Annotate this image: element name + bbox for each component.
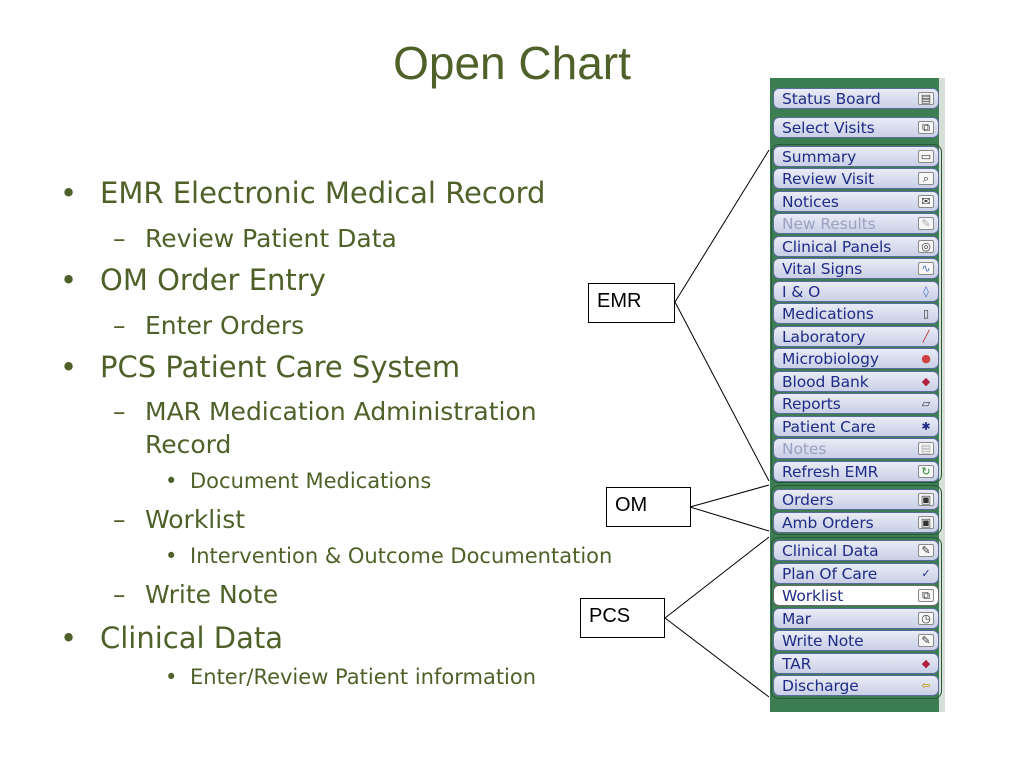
worklist-icon: ⧉	[918, 589, 934, 602]
micro-icon: ●	[921, 352, 931, 365]
orders-icon: ▣	[918, 493, 934, 506]
emr-connector-bottom	[674, 301, 770, 482]
amb-orders-icon: ▣	[918, 516, 934, 529]
board-icon: ▤	[918, 92, 934, 105]
nav-plan-of-care-button[interactable]: Plan Of Care✓	[773, 563, 939, 584]
pcs-connector-bottom	[664, 617, 770, 698]
nav-vital-signs-button[interactable]: Vital Signs∿	[773, 258, 939, 279]
results-icon: ✎	[918, 217, 934, 230]
mar-icon: ◷	[918, 612, 934, 625]
nav-discharge-button[interactable]: Discharge⇦	[773, 675, 939, 696]
vitals-icon: ∿	[918, 262, 934, 275]
nav-blood-bank-button[interactable]: Blood Bank◆	[773, 371, 939, 392]
om-group-frame	[771, 485, 942, 535]
panel-scroll-edge	[939, 78, 945, 712]
pcs-callout: PCS	[580, 598, 665, 638]
drop-icon: ◊	[923, 285, 929, 298]
nav-notices-button[interactable]: Notices✉	[773, 191, 939, 212]
medication-icon: ▯	[922, 307, 930, 320]
lab-icon: ╱	[922, 330, 930, 343]
pcs-group-frame	[771, 537, 942, 699]
nav-new-results-button[interactable]: New Results✎	[773, 213, 939, 234]
notes-icon: ▤	[918, 442, 934, 455]
write-icon: ✎	[918, 634, 934, 647]
folder-icon: ▭	[918, 150, 934, 163]
emr-connector-top	[674, 149, 770, 303]
report-icon: ▱	[921, 397, 931, 410]
nav-mar-button[interactable]: Mar◷	[773, 608, 939, 629]
om-callout: OM	[606, 487, 691, 527]
nav-status-board-button[interactable]: Status Board▤	[773, 88, 939, 109]
nav-reports-button[interactable]: Reports▱	[773, 393, 939, 414]
nav-laboratory-button[interactable]: Laboratory╱	[773, 326, 939, 347]
nav-i-and-o-button[interactable]: I & O◊	[773, 281, 939, 302]
nav-tar-button[interactable]: TAR◆	[773, 653, 939, 674]
blood-icon: ◆	[921, 375, 931, 388]
nav-worklist-button[interactable]: Worklist⧉	[773, 585, 939, 606]
emr-group-frame	[771, 144, 942, 483]
nav-medications-button[interactable]: Medications▯	[773, 303, 939, 324]
plan-icon: ✓	[921, 567, 931, 580]
nav-patient-care-button[interactable]: Patient Care✱	[773, 416, 939, 437]
discharge-icon: ⇦	[921, 679, 931, 692]
nav-notes-button[interactable]: Notes▤	[773, 438, 939, 459]
refresh-icon: ↻	[918, 465, 934, 478]
slide-title: Open Chart	[393, 37, 631, 89]
notice-icon: ✉	[918, 195, 934, 208]
tar-icon: ◆	[921, 657, 931, 670]
nav-refresh-emr-button[interactable]: Refresh EMR↻	[773, 461, 939, 482]
nav-clinical-panels-button[interactable]: Clinical Panels◎	[773, 236, 939, 257]
nav-write-note-button[interactable]: Write Note✎	[773, 630, 939, 651]
edit-icon: ✎	[918, 544, 934, 557]
nav-select-visits-button[interactable]: Select Visits⧉	[773, 117, 939, 138]
panels-icon: ◎	[918, 240, 934, 253]
nav-review-visit-button[interactable]: Review Visit⌕	[773, 168, 939, 189]
om-connector-bottom	[689, 506, 770, 532]
care-icon: ✱	[921, 420, 931, 433]
nav-clinical-data-button[interactable]: Clinical Data✎	[773, 540, 939, 561]
review-icon: ⌕	[918, 172, 934, 185]
om-connector-top	[689, 484, 770, 508]
nav-microbiology-button[interactable]: Microbiology●	[773, 348, 939, 369]
emr-callout: EMR	[588, 283, 675, 323]
nav-amb-orders-button[interactable]: Amb Orders▣	[773, 512, 939, 533]
visits-icon: ⧉	[918, 121, 934, 134]
nav-orders-button[interactable]: Orders▣	[773, 489, 939, 510]
nav-summary-button[interactable]: Summary▭	[773, 146, 939, 167]
pcs-connector-top	[664, 536, 770, 619]
